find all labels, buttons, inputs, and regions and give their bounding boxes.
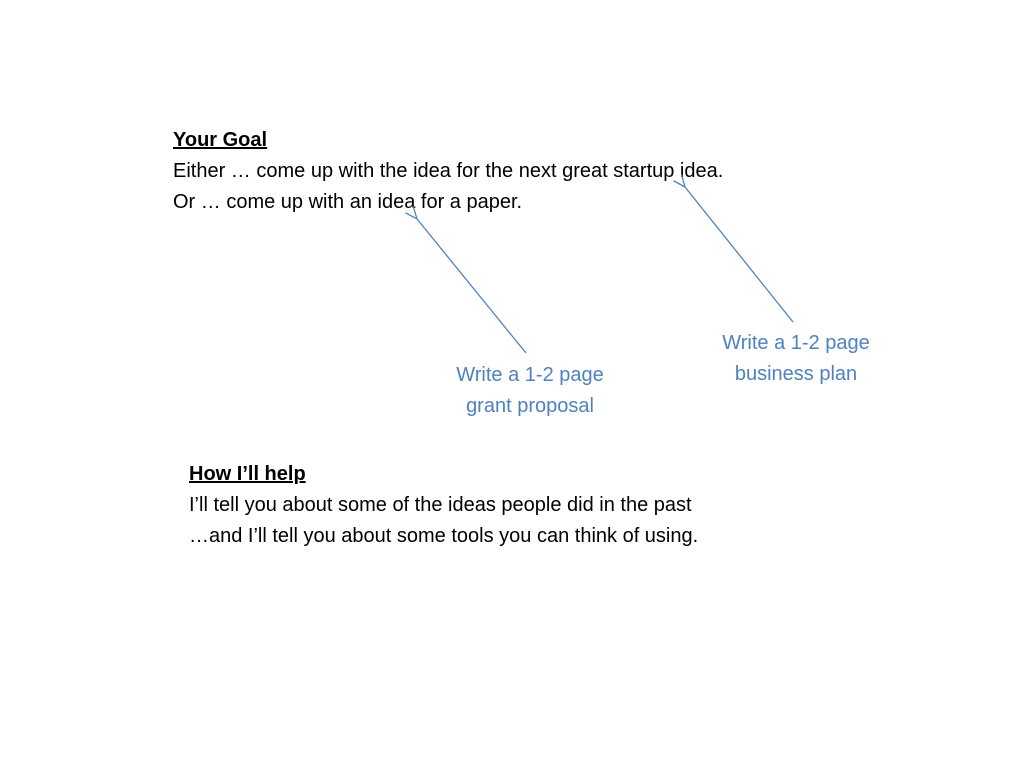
arrow-to-paper bbox=[417, 219, 527, 354]
goal-section: Your Goal Either … come up with the idea… bbox=[173, 125, 723, 218]
help-heading: How I’ll help bbox=[189, 463, 306, 485]
business-note-line2: business plan bbox=[734, 363, 858, 385]
grant-note-line1: Write a 1-2 page bbox=[456, 364, 604, 386]
business-plan-note: Write a 1-2 page business plan bbox=[696, 328, 896, 390]
goal-heading: Your Goal bbox=[173, 129, 268, 151]
goal-line-startup: Either … come up with the idea for the n… bbox=[173, 160, 724, 182]
help-section: How I’ll help I’ll tell you about some o… bbox=[189, 459, 698, 552]
goal-line-paper: Or … come up with an idea for a paper. bbox=[173, 191, 523, 213]
help-line-ideas: I’ll tell you about some of the ideas pe… bbox=[189, 494, 692, 516]
grant-note-line2: grant proposal bbox=[466, 395, 594, 417]
help-line-tools: …and I’ll tell you about some tools you … bbox=[189, 525, 699, 547]
grant-proposal-note: Write a 1-2 page grant proposal bbox=[430, 360, 630, 422]
business-note-line1: Write a 1-2 page bbox=[722, 332, 870, 354]
